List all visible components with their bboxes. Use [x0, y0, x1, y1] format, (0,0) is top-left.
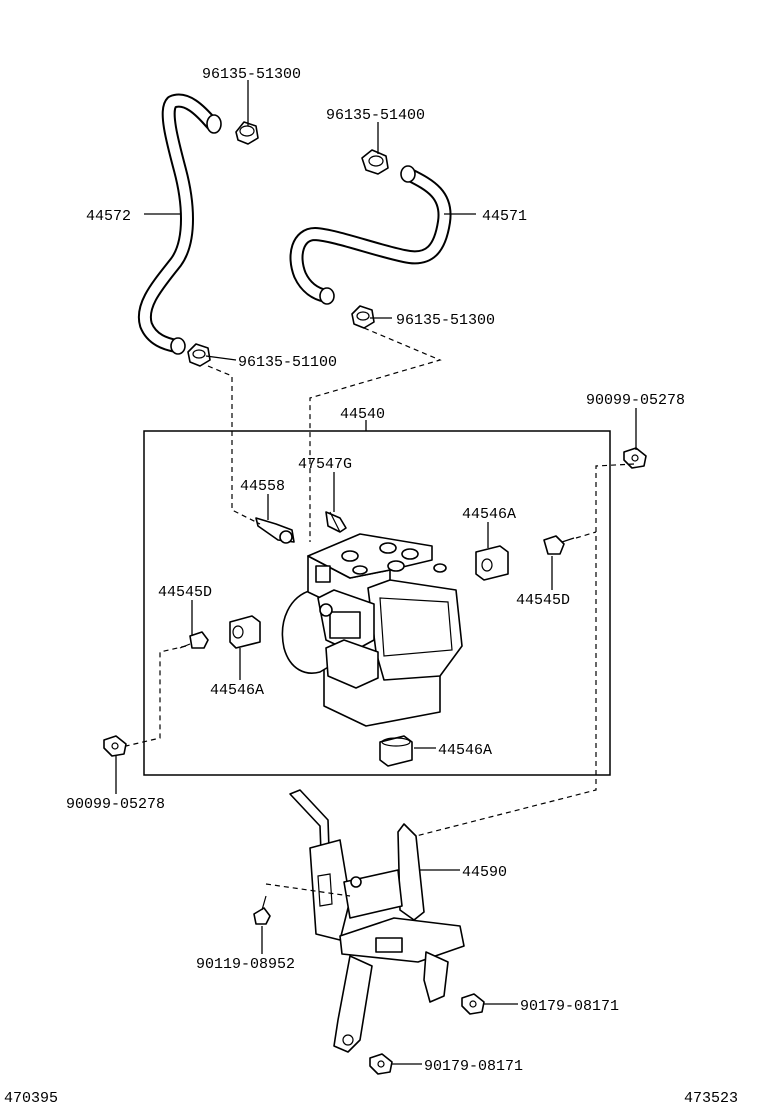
nut-90099-05278-top [623, 447, 647, 469]
clip-96135-51400 [361, 149, 389, 175]
nut-90179-08171-bottom [369, 1053, 393, 1075]
abs-actuator-body [281, 533, 463, 727]
label-clip-96135-51300-top: 96135-51300 [202, 66, 301, 83]
label-nut-90099-05278-bottom: 90099-05278 [66, 796, 165, 813]
clip-96135-51100 [187, 343, 211, 367]
hose-44572 [137, 93, 222, 355]
label-actuator-44540: 44540 [340, 406, 385, 423]
sensor-44558 [255, 517, 295, 544]
label-cushion-44546a-left: 44546A [210, 682, 264, 699]
label-sensor-44558: 44558 [240, 478, 285, 495]
part-labels: 96135-51300 96135-51400 44572 44571 9613… [4, 66, 738, 1107]
assembly-dashed-lines [125, 327, 635, 897]
bolt-90119-08952 [253, 895, 271, 925]
hose-44571 [289, 165, 452, 305]
label-hose-44571: 44571 [482, 208, 527, 225]
label-cushion-44546a-bottom: 44546A [438, 742, 492, 759]
nut-90099-05278-bottom [103, 735, 127, 757]
label-bolt-44545d-right: 44545D [516, 592, 570, 609]
label-bracket-44590: 44590 [462, 864, 507, 881]
cushion-44546a-left [229, 615, 261, 649]
label-clip-96135-51100: 96135-51100 [238, 354, 337, 371]
bracket-44590 [289, 789, 465, 1053]
cushion-44546a-bottom [379, 735, 413, 767]
clip-96135-51300-mid [351, 305, 375, 329]
label-hose-44572: 44572 [86, 208, 131, 225]
bolt-44545d-left [179, 631, 209, 649]
label-nut-90179-08171-bottom: 90179-08171 [424, 1058, 523, 1075]
label-nut-90099-05278-top: 90099-05278 [586, 392, 685, 409]
leader-lines [115, 80, 637, 1065]
label-clip-96135-51400: 96135-51400 [326, 107, 425, 124]
reference-number-left: 470395 [4, 1090, 58, 1107]
label-nut-90179-08171-right: 90179-08171 [520, 998, 619, 1015]
cushion-44546a-top [475, 545, 509, 581]
clip-96135-51300-top [235, 121, 259, 145]
label-valve-47547g: 47547G [298, 456, 352, 473]
actuator-assembly-frame [143, 430, 611, 776]
bolt-44545d-right [543, 535, 575, 555]
label-bolt-90119-08952: 90119-08952 [196, 956, 295, 973]
label-cushion-44546a-top: 44546A [462, 506, 516, 523]
valve-47547g [325, 511, 347, 533]
label-bolt-44545d-left: 44545D [158, 584, 212, 601]
reference-number-right: 473523 [684, 1090, 738, 1107]
nut-90179-08171-right [461, 993, 485, 1015]
label-clip-96135-51300-mid: 96135-51300 [396, 312, 495, 329]
